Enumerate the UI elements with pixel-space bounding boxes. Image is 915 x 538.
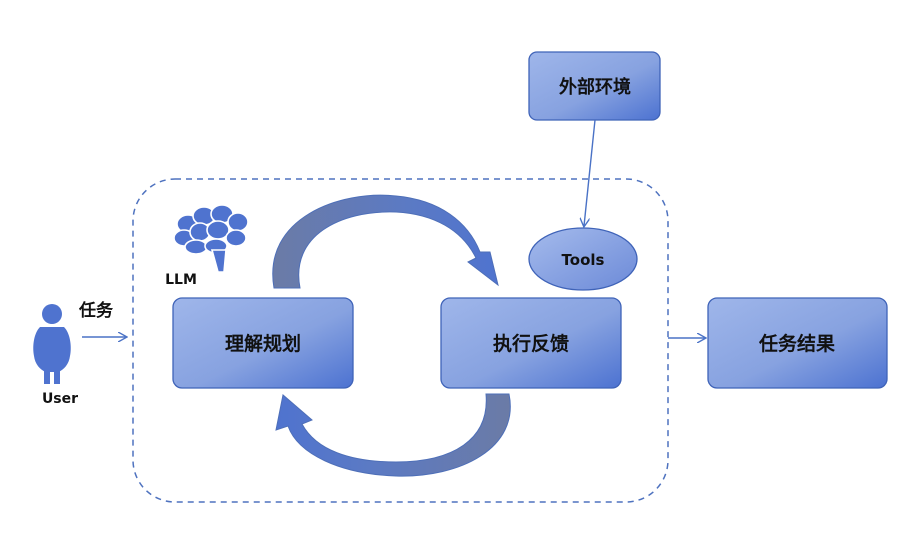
task-result-label: 任务结果 [758, 332, 835, 355]
external-env-label: 外部环境 [559, 76, 631, 98]
user-icon [33, 304, 71, 384]
execute-feedback-label: 执行反馈 [493, 332, 569, 355]
llm-label: LLM [165, 272, 197, 288]
tools-node: Tools [528, 227, 638, 291]
env-to-tools-arrow [584, 119, 596, 226]
understand-plan-node: 理解规划 [172, 297, 354, 389]
understand-plan-label: 理解规划 [225, 332, 301, 355]
execute-feedback-node: 执行反馈 [440, 297, 622, 389]
plan-to-execute-arrow [272, 194, 499, 289]
task-label: 任务 [78, 300, 114, 321]
execute-to-plan-arrow [275, 393, 511, 477]
task-result-node: 任务结果 [707, 297, 888, 389]
llm-container [132, 178, 669, 503]
brain-icon [173, 204, 249, 273]
tools-label: Tools [562, 251, 605, 269]
user-label: User [42, 391, 78, 407]
external-env-node: 外部环境 [528, 51, 661, 121]
